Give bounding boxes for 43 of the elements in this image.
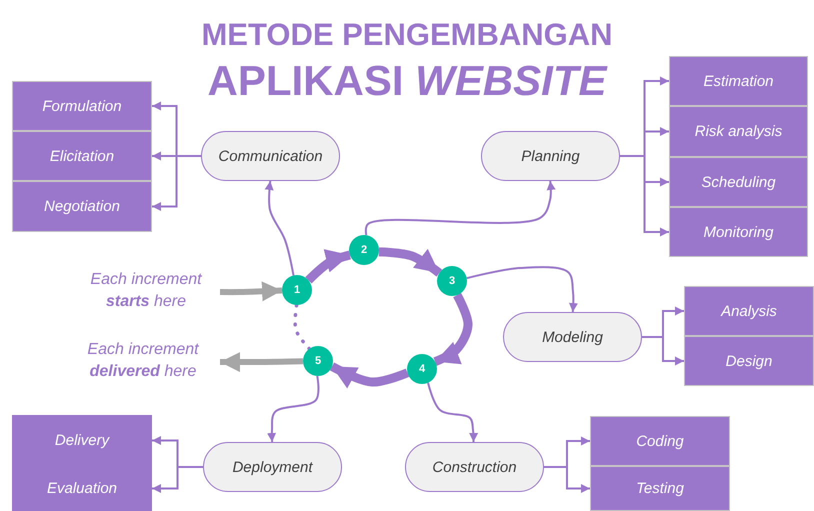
thick-arrow bbox=[378, 247, 442, 277]
note-text: Each increment starts here bbox=[72, 269, 220, 315]
arrow bbox=[642, 336, 684, 366]
task-box: Analysis bbox=[684, 286, 814, 336]
task-box: Estimation bbox=[669, 56, 808, 106]
arrow bbox=[264, 180, 294, 276]
task-box: Negotiation bbox=[12, 181, 152, 232]
process-pill: Modeling bbox=[503, 312, 642, 362]
dotted-line bbox=[293, 303, 312, 351]
step-circle: 1 bbox=[282, 275, 312, 305]
step-circle: 3 bbox=[437, 266, 467, 296]
thick-arrow bbox=[220, 281, 282, 302]
note-text: Each increment delivered here bbox=[66, 339, 220, 385]
task-box: Coding bbox=[590, 416, 730, 466]
process-pill: Construction bbox=[405, 442, 544, 492]
title: METODE PENGEMBANGAN APLIKASI WEBSITE bbox=[200, 16, 614, 106]
task-box: Design bbox=[684, 336, 814, 386]
thick-arrow bbox=[220, 352, 304, 372]
arrow bbox=[620, 155, 669, 236]
process-pill: Deployment bbox=[203, 442, 342, 492]
task-box: Elicitation bbox=[12, 131, 152, 181]
arrow bbox=[152, 466, 203, 493]
task-box: Risk analysis bbox=[669, 106, 808, 157]
arrow bbox=[466, 266, 578, 312]
process-pill: Communication bbox=[201, 131, 340, 181]
step-circle: 4 bbox=[407, 354, 437, 384]
task-box: Delivery bbox=[12, 415, 152, 466]
task-box: Evaluation bbox=[12, 466, 152, 511]
thick-arrow bbox=[330, 362, 410, 388]
arrow bbox=[427, 382, 478, 442]
step-circle: 5 bbox=[303, 346, 333, 376]
thick-arrow bbox=[433, 292, 472, 366]
task-box: Testing bbox=[590, 466, 730, 511]
arrow bbox=[152, 155, 201, 211]
task-box: Scheduling bbox=[669, 157, 808, 207]
thick-arrow bbox=[305, 249, 351, 284]
arrow bbox=[544, 466, 590, 493]
task-box: Formulation bbox=[12, 81, 152, 131]
process-pill: Planning bbox=[481, 131, 620, 181]
step-circle: 2 bbox=[349, 235, 379, 265]
task-box: Monitoring bbox=[669, 207, 808, 257]
arrow bbox=[267, 376, 320, 442]
arrow bbox=[364, 180, 556, 236]
